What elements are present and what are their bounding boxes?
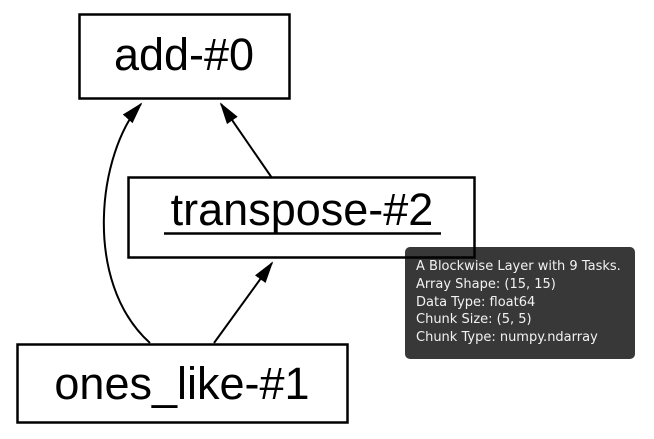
node-transpose-box[interactable] xyxy=(127,176,476,259)
tooltip-line-chunk-type: Chunk Type: numpy.ndarray xyxy=(416,330,598,346)
node-ones-like[interactable]: ones_like-#1 xyxy=(16,343,349,424)
tooltip-line-shape: Array Shape: (15, 15) xyxy=(416,276,556,292)
tooltip-line-dtype: Data Type: float64 xyxy=(416,294,536,310)
edge-ones-like-to-transpose xyxy=(213,261,274,344)
node-add-label: add-#0 xyxy=(114,29,254,80)
node-ones-like-label: ones_like-#1 xyxy=(54,358,309,409)
edge-transpose-to-add xyxy=(219,102,273,179)
edge-ones-like-to-add xyxy=(102,102,151,344)
node-add[interactable]: add-#0 xyxy=(78,13,291,100)
tooltip-line-chunk-size: Chunk Size: (5, 5) xyxy=(416,312,532,328)
node-add-box[interactable] xyxy=(78,13,291,100)
node-transpose-label: transpose-#2 xyxy=(171,184,434,235)
node-transpose[interactable]: transpose-#2 xyxy=(127,176,476,259)
tooltip-line-tasks: A Blockwise Layer with 9 Tasks. xyxy=(416,259,621,274)
tooltip: A Blockwise Layer with 9 Tasks. Array Sh… xyxy=(405,247,635,359)
node-ones-like-box[interactable] xyxy=(16,343,349,424)
